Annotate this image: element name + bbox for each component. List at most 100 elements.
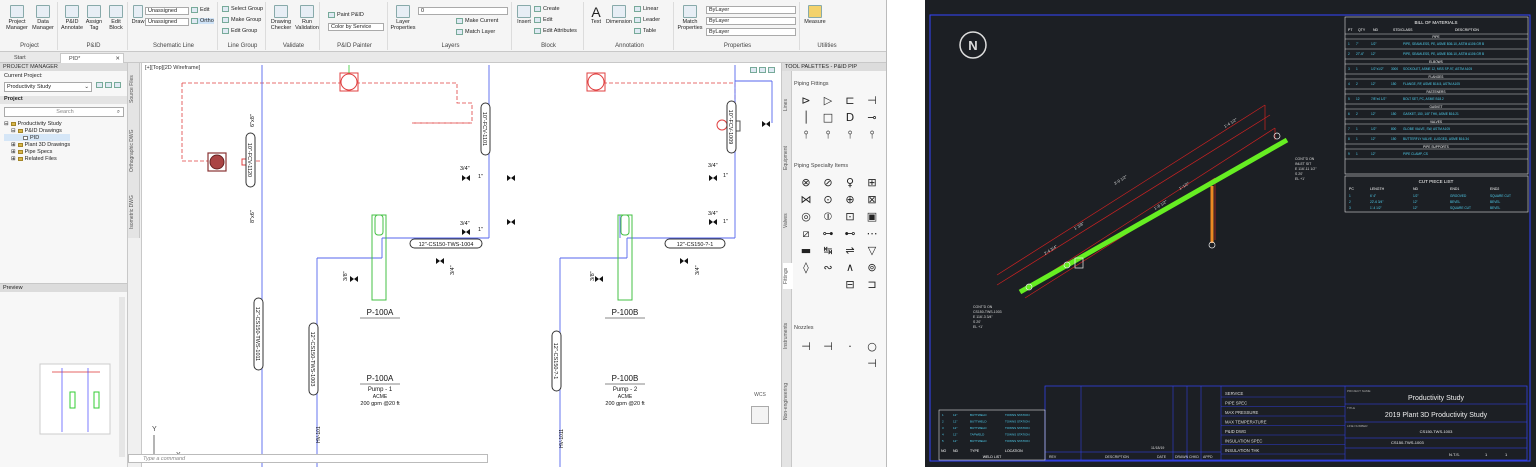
line-tag[interactable]: 12"-CS150-TWS-1011 [253, 297, 264, 371]
project-search-input[interactable]: Search⌕ [4, 107, 124, 117]
lineweight-combo[interactable]: ByLayer [706, 28, 796, 36]
line-tag[interactable]: 10"-FCV-1101 [480, 102, 491, 156]
flame-arrestor-icon[interactable]: ⊞ [867, 176, 877, 189]
tab-start[interactable]: Start [14, 55, 26, 61]
edit-group-button[interactable]: Edit Group [222, 28, 257, 34]
navigation-bar[interactable]: WCS [745, 392, 775, 447]
layer-combo[interactable]: 0 [418, 7, 508, 15]
command-line[interactable]: Type a command [128, 454, 488, 463]
ortho-toggle[interactable]: Ortho [191, 18, 214, 24]
separator-icon[interactable]: ⊶ [822, 227, 834, 240]
blind-icon[interactable]: ⫯ [869, 128, 875, 141]
line-tag[interactable]: 10"-FCV-1120 [245, 132, 256, 188]
gate-valve[interactable] [709, 175, 717, 181]
sample-icon[interactable]: ⫯ [847, 128, 853, 141]
color-combo[interactable]: ByLayer [706, 6, 796, 14]
concentric-reducer-icon[interactable]: ▷ [823, 94, 833, 107]
palette-tab-instruments[interactable]: Instruments [783, 322, 789, 350]
side-tab-iso-dwg[interactable]: Isometric DWG [129, 195, 135, 229]
tree-item-project[interactable]: ⊟Productivity Study [4, 120, 62, 127]
trap-icon[interactable]: ⊠ [867, 193, 877, 206]
flange-icon[interactable]: □ [822, 111, 834, 124]
create-block-button[interactable]: Create [534, 6, 560, 12]
tee-icon[interactable]: ⊏ [845, 94, 855, 107]
gate-valve[interactable] [462, 229, 470, 235]
gate-valve[interactable] [436, 258, 444, 264]
sight-glass-icon[interactable]: ♀ [845, 176, 855, 189]
wave-icon[interactable]: ∾ [823, 261, 833, 274]
linear-button[interactable]: Linear [634, 6, 658, 12]
tree-item-plant3d[interactable]: ⊞Plant 3D Drawings [11, 141, 71, 148]
line-tag[interactable]: 12"-CS150-?-1 [664, 238, 726, 249]
edit-attributes-button[interactable]: Edit Attributes [534, 28, 577, 34]
gate-valve[interactable] [350, 276, 358, 282]
settings-icon[interactable] [105, 82, 112, 88]
pump-p100b[interactable] [617, 214, 633, 301]
ejector-icon[interactable]: ⋯ [866, 227, 878, 240]
leader-button[interactable]: Leader [634, 17, 660, 23]
tree-item-related-files[interactable]: ⊞Related Files [11, 155, 57, 162]
bellows-icon[interactable]: ⦶ [824, 210, 832, 223]
gate-valve[interactable] [507, 175, 515, 181]
meter-icon[interactable]: ⊡ [845, 210, 855, 223]
filter-icon[interactable]: ⊙ [823, 193, 833, 206]
circle-nozzle-icon[interactable]: ○ [867, 340, 877, 353]
cap-icon[interactable]: ⊣ [867, 94, 877, 107]
orifice-icon[interactable]: ⊘ [823, 176, 833, 189]
make-current-button[interactable]: Make Current [456, 18, 498, 24]
paint-pid-button[interactable]: Paint P&ID [328, 12, 364, 18]
pid-annotate-button[interactable]: P&ID Annotate [61, 5, 83, 31]
plug-icon[interactable]: ⊸ [867, 111, 877, 124]
linetype-combo[interactable]: ByLayer [706, 17, 796, 25]
tree-item-pid[interactable]: PID [4, 134, 71, 141]
data-manager-button[interactable]: Data Manager [31, 5, 55, 31]
side-tab-source-files[interactable]: Source Files [129, 75, 135, 104]
schematic-edit-button[interactable]: Edit [191, 7, 209, 13]
make-group-button[interactable]: Make Group [222, 17, 261, 23]
fic-instrument[interactable] [339, 65, 359, 92]
side-tab-ortho-dwg[interactable]: Orthographic DWG [129, 129, 135, 173]
line-service-combo[interactable]: Unassigned [145, 18, 189, 26]
main-pipe[interactable] [1018, 137, 1289, 295]
run-validation-button[interactable]: Run Validation [295, 5, 319, 31]
project-manager-button[interactable]: Project Manager [5, 5, 29, 31]
table-button[interactable]: Table [634, 28, 656, 34]
drop-icon[interactable]: ◊ [803, 261, 809, 274]
fic-instrument[interactable] [586, 72, 606, 92]
match-layer-button[interactable]: Match Layer [456, 29, 495, 35]
measure-button[interactable]: Measure [804, 5, 826, 25]
drawing-checker-button[interactable]: Drawing Checker [269, 5, 293, 31]
current-project-combo[interactable]: Productivity Study⌄ [4, 82, 92, 92]
preview-scrollbar[interactable] [119, 297, 125, 457]
gate-valve[interactable] [709, 219, 717, 225]
strainer-icon[interactable]: ⊗ [801, 176, 811, 189]
hose-icon[interactable]: ◎ [801, 210, 811, 223]
palette-tab-equipment[interactable]: Equipment [783, 146, 789, 170]
rotameter-icon[interactable]: ↹ [823, 244, 833, 257]
insert-button[interactable]: Insert [515, 5, 533, 25]
flex-icon[interactable]: ⇌ [845, 244, 855, 257]
nozzle-icon[interactable]: ⊣ [801, 340, 811, 353]
line-type-combo[interactable]: Unassigned [145, 7, 189, 15]
capped-nozzle-icon[interactable]: ⊣ [867, 357, 877, 370]
line-tag[interactable]: 12"-CS150-TWS-1004 [409, 238, 483, 249]
damper-icon[interactable]: ⧄ [802, 227, 810, 240]
edit-block-button[interactable]: Edit Block [106, 5, 126, 31]
union-icon[interactable]: │ [802, 111, 810, 124]
funnel-icon[interactable]: ▽ [867, 244, 877, 257]
select-group-button[interactable]: Select Group [222, 6, 263, 12]
silencer-icon[interactable]: ⊕ [845, 193, 855, 206]
tree-item-pipe-specs[interactable]: ⊞Pipe Specs [11, 148, 53, 155]
gate-valve[interactable] [462, 175, 470, 181]
close-icon[interactable] [768, 67, 775, 73]
print-icon[interactable] [96, 82, 103, 88]
palette-tab-lines[interactable]: Lines [783, 99, 789, 111]
close-icon[interactable]: ✕ [115, 56, 120, 62]
box-icon[interactable]: ⊟ [845, 278, 855, 291]
match-properties-button[interactable]: Match Properties [677, 5, 703, 31]
color-by-service-combo[interactable]: Color by Service [328, 23, 384, 31]
gate-valve[interactable] [762, 121, 770, 127]
bracket-icon[interactable]: ⊐ [867, 278, 877, 291]
palette-tab-non-engineering[interactable]: Non-engineering [783, 383, 789, 421]
assign-tag-button[interactable]: Assign Tag [84, 5, 104, 31]
